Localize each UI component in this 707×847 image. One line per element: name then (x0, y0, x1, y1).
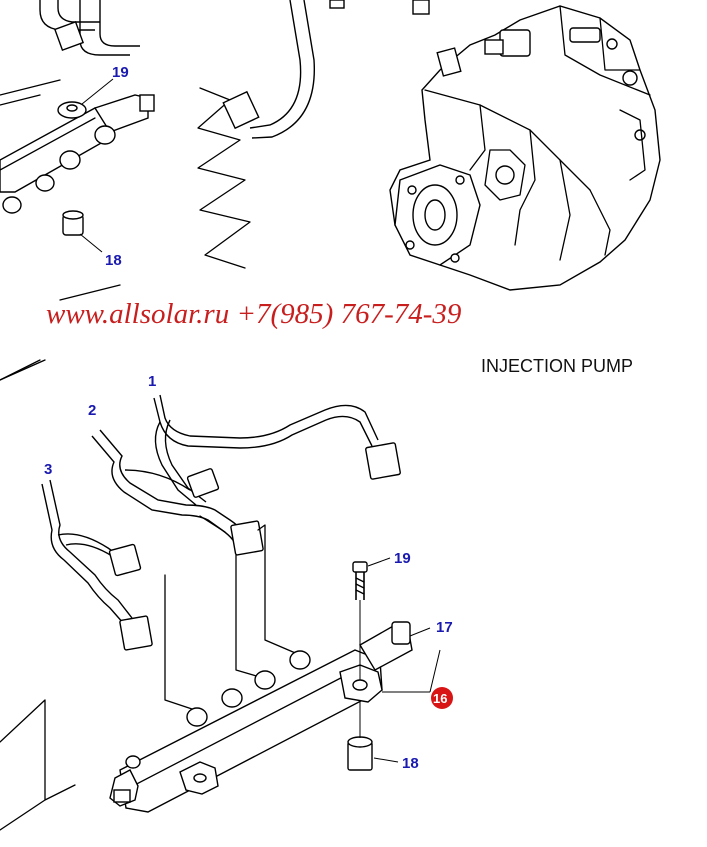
watermark-text: www.allsolar.ru +7(985) 767-74-39 (46, 298, 462, 330)
callout-3: 3 (44, 461, 52, 478)
leader-lines (79, 78, 441, 763)
callout-1: 1 (148, 373, 156, 390)
callout-17: 17 (436, 619, 453, 636)
injection-pipes (41, 394, 401, 711)
break-line-lower (0, 699, 76, 831)
callout-2: 2 (88, 402, 96, 419)
injection-pump-drawing (389, 5, 661, 291)
injection-pump-title: INJECTION PUMP (481, 356, 634, 376)
callout-18-top: 18 (105, 252, 122, 269)
callout-16-badge: 16 (431, 687, 453, 709)
common-rail (109, 561, 413, 813)
callout-19-top: 19 (112, 64, 129, 81)
break-line (0, 359, 46, 381)
callout-18: 18 (402, 755, 419, 772)
callout-16: 16 (433, 691, 447, 706)
callout-19: 19 (394, 550, 411, 567)
upper-rail-assembly (0, 0, 430, 381)
